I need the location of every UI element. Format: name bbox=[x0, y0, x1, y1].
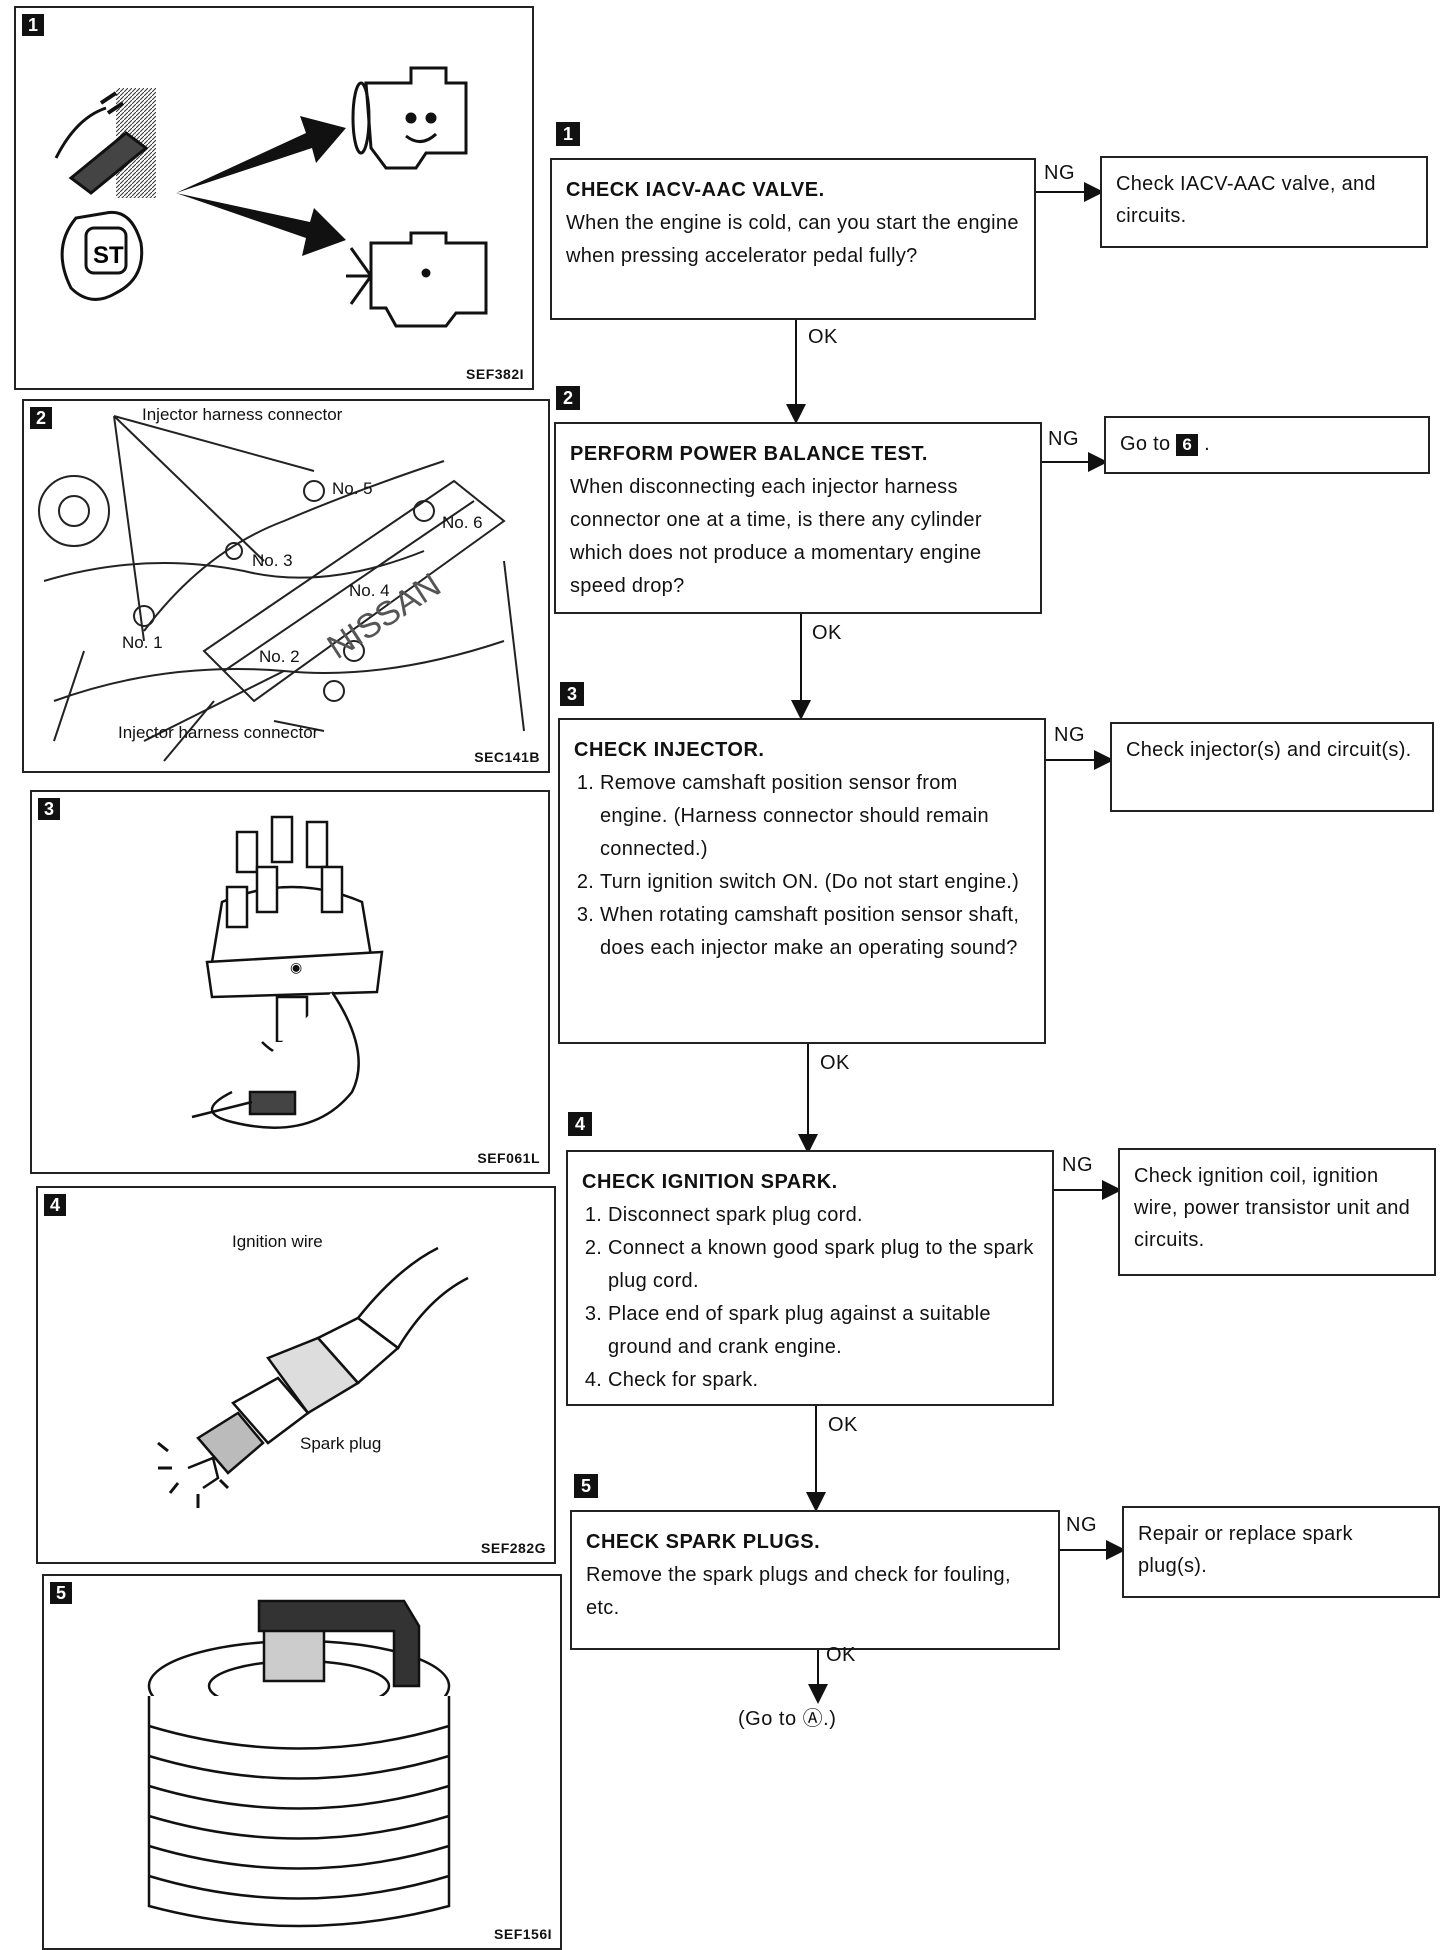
panel-number: 1 bbox=[22, 14, 44, 36]
illustration-panel-4: 4 Ignition wire Spark plug SEF282G bbox=[36, 1186, 556, 1564]
step-number-2: 2 bbox=[556, 386, 580, 410]
step-number-5: 5 bbox=[574, 1474, 598, 1498]
ng-result-1: Check IACV-AAC valve, and circuits. bbox=[1100, 156, 1428, 248]
step-box-4: CHECK IGNITION SPARK. Disconnect spark p… bbox=[566, 1150, 1054, 1406]
distributor-icon: ◉ bbox=[191, 815, 384, 1129]
illustration-panel-1: 1 ST bbox=[14, 6, 534, 390]
step-box-1: CHECK IACV-AAC VALVE. When the engine is… bbox=[550, 158, 1036, 320]
svg-text:ST: ST bbox=[93, 242, 124, 269]
ignition-wire-label: Ignition wire bbox=[232, 1232, 323, 1251]
step-list: Remove camshaft position sensor from eng… bbox=[574, 767, 1030, 965]
go-to-a: (Go to Ⓐ.) bbox=[738, 1708, 837, 1730]
connector-label-top: Injector harness connector bbox=[142, 405, 343, 424]
step-box-2: PERFORM POWER BALANCE TEST. When disconn… bbox=[554, 422, 1042, 614]
cylinder-label-4: No. 4 bbox=[349, 581, 390, 600]
list-item: Place end of spark plug against a suitab… bbox=[608, 1298, 1038, 1364]
step-title: CHECK IACV-AAC VALVE. bbox=[566, 179, 825, 201]
spark-plug-label: Spark plug bbox=[300, 1434, 382, 1453]
panel-number: 4 bbox=[44, 1194, 66, 1216]
step-body: Remove the spark plugs and check for fou… bbox=[586, 1564, 1011, 1619]
list-item: Remove camshaft position sensor from eng… bbox=[600, 767, 1030, 866]
panel-code: SEF061L bbox=[477, 1150, 540, 1166]
panel-number: 5 bbox=[50, 1582, 72, 1604]
cylinder-label-2: No. 2 bbox=[259, 647, 300, 666]
cylinder-label-1: No. 1 bbox=[122, 633, 163, 652]
step-box-3: CHECK INJECTOR. Remove camshaft position… bbox=[558, 718, 1046, 1044]
panel-code: SEF156I bbox=[494, 1926, 552, 1942]
illustration-panel-5: 5 SEF156I bbox=[42, 1574, 562, 1950]
ok-label: OK bbox=[826, 1644, 856, 1666]
pedal-icon bbox=[54, 88, 156, 198]
step-body: When disconnecting each injector harness… bbox=[570, 476, 982, 597]
step-body: When the engine is cold, can you start t… bbox=[566, 212, 1019, 267]
step-title: PERFORM POWER BALANCE TEST. bbox=[570, 443, 928, 465]
ng-result-4: Check ignition coil, ignition wire, powe… bbox=[1118, 1148, 1436, 1276]
ng-label: NG bbox=[1048, 428, 1079, 450]
panel-number: 3 bbox=[38, 798, 60, 820]
svg-text:◉: ◉ bbox=[290, 959, 302, 975]
step-number-4: 4 bbox=[568, 1112, 592, 1136]
ng-label: NG bbox=[1054, 724, 1085, 746]
ng-label: NG bbox=[1062, 1154, 1093, 1176]
cylinder-label-5: No. 5 bbox=[332, 479, 373, 498]
spark-plug-icon bbox=[157, 1246, 469, 1508]
engine-bay-illustration: NISSAN bbox=[38, 415, 525, 762]
panel-code: SEF382I bbox=[466, 366, 524, 382]
ng-result-3: Check injector(s) and circuit(s). bbox=[1110, 722, 1434, 812]
list-item: Turn ignition switch ON. (Do not start e… bbox=[600, 866, 1030, 899]
step-number-1: 1 bbox=[556, 122, 580, 146]
ok-label: OK bbox=[828, 1414, 858, 1436]
cylinder-label-3: No. 3 bbox=[252, 551, 293, 570]
list-item: Disconnect spark plug cord. bbox=[608, 1199, 1038, 1232]
panel-number: 2 bbox=[30, 407, 52, 429]
list-item: When rotating camshaft position sensor s… bbox=[600, 899, 1030, 965]
ng-label: NG bbox=[1044, 162, 1075, 184]
ok-label: OK bbox=[820, 1052, 850, 1074]
list-item: Check for spark. bbox=[608, 1364, 1038, 1397]
spark-plug-closeup-icon bbox=[147, 1599, 451, 1928]
list-item: Connect a known good spark plug to the s… bbox=[608, 1232, 1038, 1298]
go-to-prefix: Go to bbox=[1120, 433, 1171, 455]
illustration-panel-2: 2 NISSAN Injector harness connector No. … bbox=[22, 399, 550, 773]
step-number-3: 3 bbox=[560, 682, 584, 706]
go-to-suffix: . bbox=[1204, 433, 1210, 455]
step-list: Disconnect spark plug cord. Connect a kn… bbox=[582, 1199, 1038, 1397]
ok-label: OK bbox=[808, 326, 838, 348]
ng-result-5: Repair or replace spark plug(s). bbox=[1122, 1506, 1440, 1598]
panel-code: SEF282G bbox=[481, 1540, 546, 1556]
step-title: CHECK IGNITION SPARK. bbox=[582, 1171, 838, 1193]
connector-label-bottom: Injector harness connector bbox=[118, 723, 319, 742]
ok-label: OK bbox=[812, 622, 842, 644]
engine-icon bbox=[346, 66, 488, 328]
ng-result-2: Go to 6 . bbox=[1104, 416, 1430, 474]
step-title: CHECK SPARK PLUGS. bbox=[586, 1531, 821, 1553]
step-ref-6: 6 bbox=[1176, 433, 1199, 456]
cylinder-label-6: No. 6 bbox=[442, 513, 483, 532]
panel-code: SEC141B bbox=[474, 749, 540, 765]
step-title: CHECK INJECTOR. bbox=[574, 739, 765, 761]
key-st-icon: ST bbox=[60, 210, 144, 301]
ng-label: NG bbox=[1066, 1514, 1097, 1536]
step-box-5: CHECK SPARK PLUGS. Remove the spark plug… bbox=[570, 1510, 1060, 1650]
illustration-panel-3: 3 ◉ SEF061L bbox=[30, 790, 550, 1174]
start-engine-illustration: ST bbox=[54, 66, 488, 328]
